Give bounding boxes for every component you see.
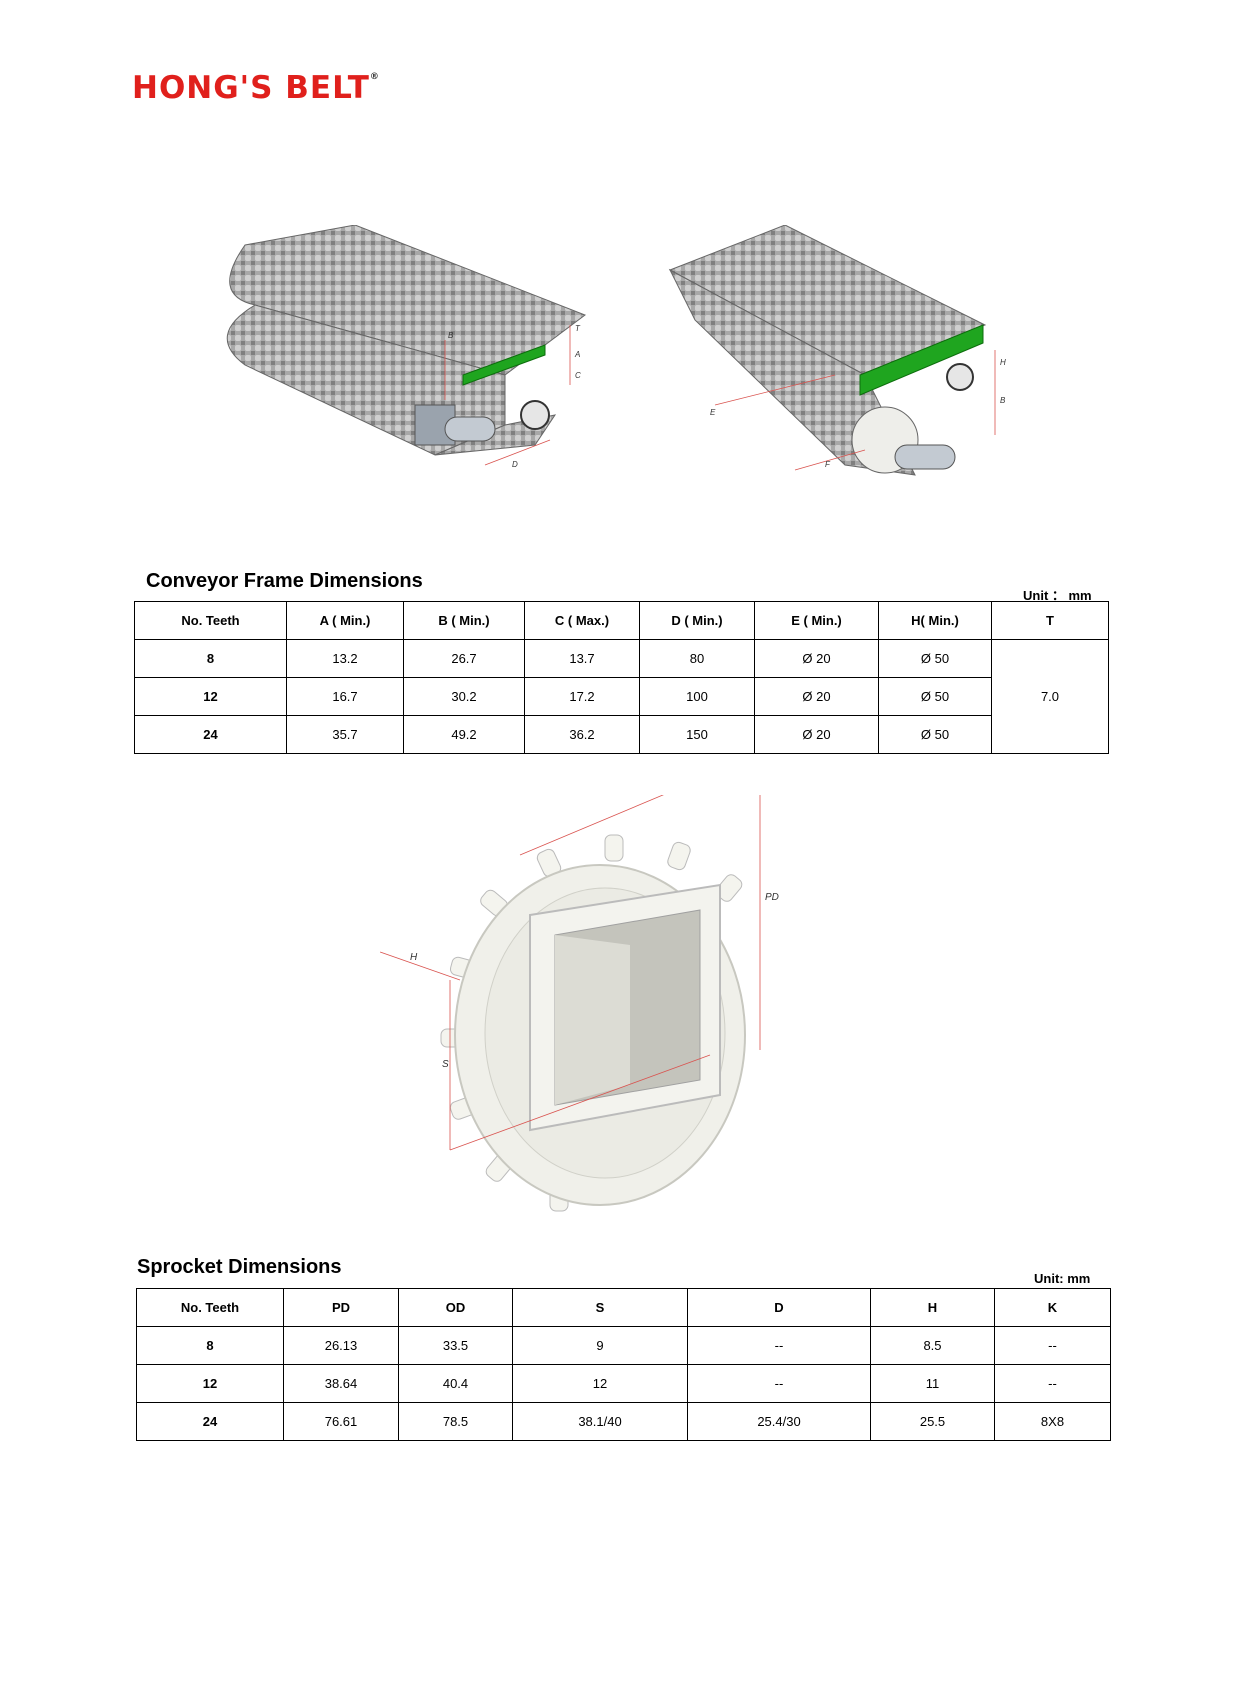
svg-text:B: B: [448, 331, 454, 340]
frame-unit-label: Unit ： mm: [1023, 588, 1092, 603]
conveyor-frame-illustration-left: T A C B D: [226, 225, 587, 469]
table-cell: 49.2: [403, 715, 525, 754]
table-cell: 12: [512, 1364, 688, 1403]
table-cell: 30.2: [403, 677, 525, 716]
svg-text:F: F: [825, 460, 831, 469]
table-cell: 38.1/40: [512, 1402, 688, 1441]
frame-section-title: Conveyor Frame Dimensions: [146, 570, 423, 592]
table-cell: 16.7: [286, 677, 404, 716]
svg-text:D: D: [512, 460, 518, 469]
table-cell: 17.2: [524, 677, 640, 716]
table-cell: 76.61: [283, 1402, 399, 1441]
column-header: E ( Min.): [754, 601, 879, 640]
table-cell: Ø 20: [754, 677, 879, 716]
table-cell: 24: [134, 715, 287, 754]
brand-logo: HONG'S BELT®: [132, 70, 379, 106]
table-cell: 8.5: [870, 1326, 995, 1365]
table-cell: Ø 20: [754, 639, 879, 678]
table-header-row: No. Teeth A ( Min.) B ( Min.) C ( Max.) …: [134, 601, 1109, 640]
table-cell: 12: [134, 677, 287, 716]
column-header: K: [994, 1288, 1111, 1327]
sprocket-illustration: PD H S: [380, 795, 779, 1212]
table-cell: 9: [512, 1326, 688, 1365]
table-row: 12 16.7 30.2 17.2 100 Ø 20 Ø 50: [134, 677, 1109, 716]
table-cell: 40.4: [398, 1364, 513, 1403]
table-cell: --: [994, 1364, 1111, 1403]
column-header: A ( Min.): [286, 601, 404, 640]
svg-text:E: E: [710, 408, 716, 417]
registered-mark: ®: [369, 72, 379, 82]
column-header: T: [991, 601, 1109, 640]
table-cell: 25.4/30: [687, 1402, 871, 1441]
sprocket-section-title: Sprocket Dimensions: [137, 1256, 342, 1278]
wear-strip: [859, 324, 984, 396]
table-cell: 38.64: [283, 1364, 399, 1403]
column-header: S: [512, 1288, 688, 1327]
square-bore-wall: [555, 935, 630, 1105]
table-row: 24 76.61 78.5 38.1/40 25.4/30 25.5 8X8: [136, 1402, 1111, 1441]
svg-text:H: H: [410, 952, 418, 963]
column-header: PD: [283, 1288, 399, 1327]
sprocket-table: No. Teeth PD OD S D H K 8 26.13 33.5 9 -…: [136, 1288, 1111, 1441]
table-cell: 12: [136, 1364, 284, 1403]
t-value-cell: 7.0: [991, 639, 1109, 754]
table-cell: Ø 20: [754, 715, 879, 754]
table-cell: --: [687, 1364, 871, 1403]
drive-shaft: [444, 416, 496, 442]
column-header: OD: [398, 1288, 513, 1327]
column-header: H: [870, 1288, 995, 1327]
table-row: 8 13.2 26.7 13.7 80 Ø 20 Ø 50 7.0: [134, 639, 1109, 754]
table-row: 24 35.7 49.2 36.2 150 Ø 20 Ø 50: [134, 715, 1109, 754]
table-cell: 80: [639, 639, 755, 678]
table-cell: Ø 50: [878, 677, 992, 716]
table-row: 12 38.64 40.4 12 -- 11 --: [136, 1364, 1111, 1403]
table-cell: Ø 50: [878, 639, 992, 678]
column-header: H( Min.): [878, 601, 992, 640]
conveyor-frame-illustration-right: H B E F: [668, 225, 1006, 476]
table-cell: 78.5: [398, 1402, 513, 1441]
drive-shaft: [894, 444, 956, 470]
table-cell: 35.7: [286, 715, 404, 754]
idler-roller: [946, 363, 974, 391]
svg-text:H: H: [1000, 358, 1006, 367]
table-cell: 33.5: [398, 1326, 513, 1365]
table-cell: 24: [136, 1402, 284, 1441]
table-row: 8 26.13 33.5 9 -- 8.5 --: [136, 1326, 1111, 1365]
table-header-row: No. Teeth PD OD S D H K: [136, 1288, 1111, 1327]
table-cell: 25.5: [870, 1402, 995, 1441]
svg-text:C: C: [575, 371, 581, 380]
column-header: No. Teeth: [136, 1288, 284, 1327]
table-cell: 36.2: [524, 715, 640, 754]
table-cell: 13.7: [524, 639, 640, 678]
table-cell: --: [687, 1326, 871, 1365]
column-header: C ( Max.): [524, 601, 640, 640]
sprocket-unit-label: Unit: mm: [1034, 1271, 1091, 1286]
conveyor-frame-table: No. Teeth A ( Min.) B ( Min.) C ( Max.) …: [134, 601, 1109, 754]
table-cell: 26.7: [403, 639, 525, 678]
logo-text: HONG'S BELT: [132, 70, 370, 106]
column-header: D ( Min.): [639, 601, 755, 640]
table-cell: 8X8: [994, 1402, 1111, 1441]
column-header: No. Teeth: [134, 601, 287, 640]
column-header: D: [687, 1288, 871, 1327]
column-header: B ( Min.): [403, 601, 525, 640]
table-cell: 8: [134, 639, 287, 678]
svg-text:S: S: [442, 1059, 449, 1070]
table-cell: 11: [870, 1364, 995, 1403]
table-cell: 13.2: [286, 639, 404, 678]
svg-text:PD: PD: [765, 892, 779, 903]
svg-text:B: B: [1000, 396, 1006, 405]
table-cell: 26.13: [283, 1326, 399, 1365]
wear-strip: [462, 344, 546, 386]
table-cell: --: [994, 1326, 1111, 1365]
table-cell: Ø 50: [878, 715, 992, 754]
svg-text:A: A: [574, 350, 580, 359]
svg-text:T: T: [575, 324, 581, 333]
table-cell: 8: [136, 1326, 284, 1365]
table-cell: 150: [639, 715, 755, 754]
idler-roller: [520, 400, 550, 430]
table-cell: 100: [639, 677, 755, 716]
